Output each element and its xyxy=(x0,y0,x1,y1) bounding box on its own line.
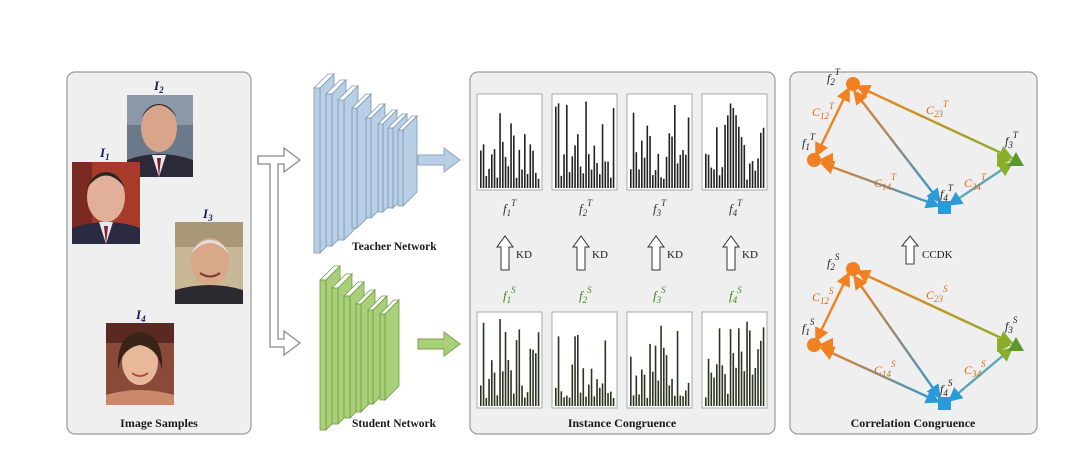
node-f4-student xyxy=(938,397,951,410)
ccdk-label: CCDK xyxy=(922,249,953,261)
histogram-t-2 xyxy=(551,93,618,191)
node-f3-teacher xyxy=(1008,152,1024,166)
node-f1-student xyxy=(807,338,821,352)
student-network-label: Student Network xyxy=(352,418,437,430)
student-layer-6 xyxy=(379,299,400,401)
edge-label-c14-student: C14S xyxy=(874,359,896,379)
face-image-3 xyxy=(175,222,243,304)
edge-c34-student xyxy=(947,347,1014,402)
histogram-s-3 xyxy=(626,311,693,409)
face-image-1 xyxy=(72,162,140,244)
student-network xyxy=(319,265,400,431)
image-label-1: I1 xyxy=(99,145,110,162)
edge-c34-teacher xyxy=(947,162,1014,206)
teacher-output-arrow xyxy=(417,147,461,173)
edge-c24-teacher xyxy=(853,89,941,204)
correlation-congruence-title: Correlation Congruence xyxy=(851,416,976,430)
image-samples-title: Image Samples xyxy=(120,416,198,430)
ccdk-arrow: CCDK xyxy=(900,235,953,265)
node-f4-teacher xyxy=(938,201,951,214)
edge-label-c23-student: C23S xyxy=(926,284,948,304)
histogram-t-1 xyxy=(476,93,543,191)
node-f2-student xyxy=(846,262,860,276)
kd-label-3: KD xyxy=(667,249,683,261)
image-label-4: I4 xyxy=(135,307,146,324)
image-label-2: I2 xyxy=(153,78,164,95)
kd-arrow-1: KD xyxy=(496,235,532,271)
edge-c24-student xyxy=(853,274,941,400)
node-f3-student xyxy=(1008,337,1024,351)
histogram-s-1 xyxy=(476,311,543,409)
histogram-s-2 xyxy=(551,311,618,409)
kd-label-2: KD xyxy=(592,249,608,261)
student-output-arrow xyxy=(417,331,461,357)
kd-label-4: KD xyxy=(742,249,758,261)
instance-congruence-title: Instance Congruence xyxy=(568,416,677,430)
teacher-network xyxy=(313,73,418,254)
edge-c12-teacher xyxy=(814,86,851,158)
histogram-t-3 xyxy=(626,93,693,191)
kd-arrow-3: KD xyxy=(647,235,683,271)
node-f1-teacher xyxy=(807,153,821,167)
edge-label-c34-student: C34S xyxy=(964,359,986,379)
kd-arrow-4: KD xyxy=(722,235,758,271)
node-f2-teacher xyxy=(846,77,860,91)
kd-arrow-2: KD xyxy=(572,235,608,271)
kd-label-1: KD xyxy=(516,249,532,261)
image-samples-panel: I1 I2 I3 I4 Image Samples xyxy=(66,71,252,435)
histogram-t-4 xyxy=(701,93,768,191)
edge-c12-student xyxy=(814,271,851,343)
edge-label-c12-student: C12S xyxy=(812,286,834,306)
split-arrow xyxy=(257,146,302,357)
teacher-network-label: Teacher Network xyxy=(352,241,437,253)
face-image-4 xyxy=(106,323,174,405)
correlation-congruence-panel: f2T f1T f3T f4T C12T C23T C14T C34T CCDK xyxy=(789,67,1038,435)
image-label-3: I3 xyxy=(202,206,213,223)
face-image-2 xyxy=(127,95,193,177)
teacher-layer-8 xyxy=(397,115,418,207)
histogram-s-4 xyxy=(701,311,768,409)
